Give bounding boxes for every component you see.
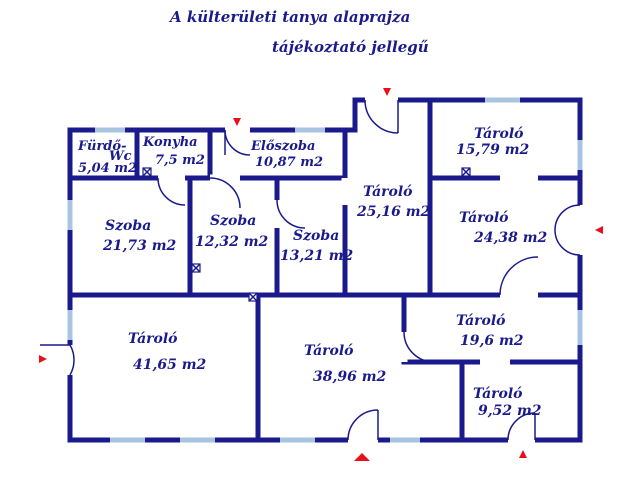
room-name: Fürdő- [77,139,126,154]
room-area: 9,52 m2 [478,403,542,419]
room-name: Szoba [210,213,256,229]
room-area: 13,21 m2 [280,248,354,264]
entrance-arrows [39,88,603,461]
entrance-arrow-icon [233,118,241,126]
room-area: 25,16 m2 [356,204,431,220]
entrance-arrow-icon [39,355,47,363]
room-name: Tároló [128,331,178,347]
room-name: Előszoba [250,139,315,154]
ventilation-box-icon [248,292,258,302]
room-name: Tároló [304,343,354,359]
room-area: 15,79 m2 [456,142,530,158]
entrance-arrow-icon [595,226,603,234]
ventilation-box-icon [191,263,201,273]
room-area: 5,04 m2 [78,161,137,176]
room-name: Szoba [105,218,151,234]
room-name: Szoba [293,228,339,244]
room-area: 19,6 m2 [460,333,524,349]
plan-title: A külterületi tanya alaprajza [168,8,410,26]
room-area: 38,96 m2 [313,369,387,385]
room-name: Tároló [473,386,523,402]
windows [67,97,583,443]
plan-subtitle: tájékoztató jellegű [272,38,429,56]
entrance-arrow-icon [383,88,391,96]
room-area: 24,38 m2 [473,230,548,246]
room-name: Konyha [142,135,198,150]
ventilation-boxes [142,167,471,302]
room-area: 21,73 m2 [102,238,177,254]
room-name: Tároló [459,210,509,226]
room-name: Wc [109,149,132,164]
room-name: Tároló [474,126,524,142]
entrance-arrow-icon [354,453,370,461]
room-area: 12,32 m2 [195,234,269,250]
entrance-arrow-icon [519,450,527,458]
door-swings [40,99,581,441]
room-labels: Fürdő- 5,04 m2 Wc Konyha 7,5 m2 Előszoba… [77,126,548,419]
room-area: 41,65 m2 [133,357,207,373]
room-name: Tároló [456,313,506,329]
room-area: 7,5 m2 [155,153,205,168]
ventilation-box-icon [461,167,471,177]
ventilation-box-icon [142,167,152,177]
room-area: 10,87 m2 [255,155,323,170]
room-name: Tároló [363,184,413,200]
